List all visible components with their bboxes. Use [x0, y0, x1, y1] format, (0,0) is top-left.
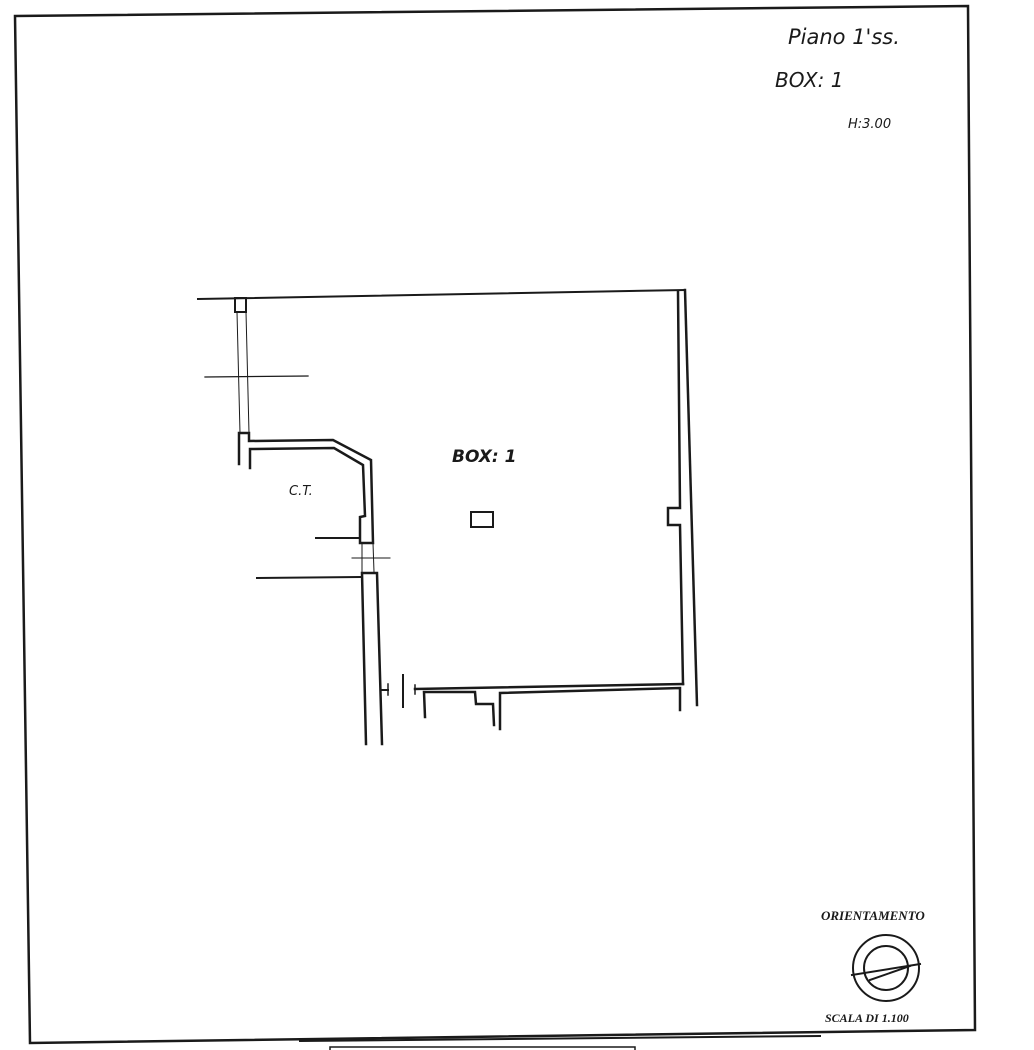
scale-label: SCALA DI 1.100	[825, 1011, 909, 1025]
floor-label: Piano 1'ss.	[788, 25, 900, 49]
floor-drain	[470, 511, 494, 528]
walls	[196, 288, 699, 746]
box-header-label: BOX: 1	[775, 68, 843, 92]
bottom-edge-line	[298, 1034, 822, 1043]
utility-label: C.T.	[289, 484, 313, 499]
sheet-border	[13, 4, 977, 1045]
room-label: BOX: 1	[452, 447, 516, 467]
orientation-title: ORIENTAMENTO	[821, 908, 925, 923]
bottom-tab	[329, 1046, 636, 1050]
height-label: H:3.00	[848, 117, 891, 132]
compass-icon	[850, 934, 922, 1002]
